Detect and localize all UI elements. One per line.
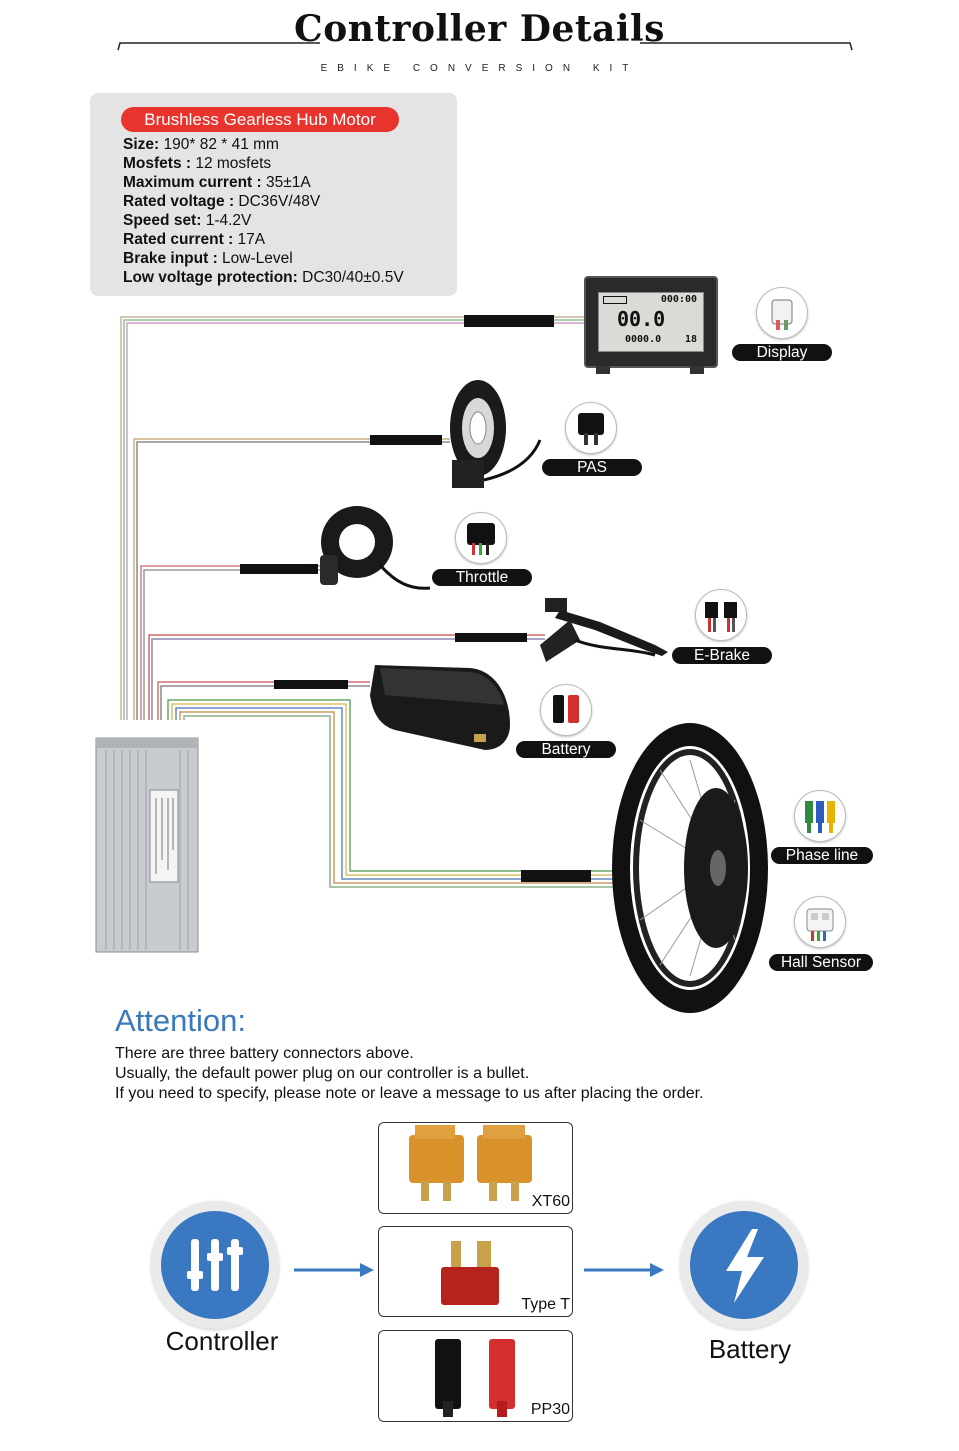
throttle-device bbox=[320, 506, 431, 590]
controller-sliders-icon bbox=[187, 1239, 243, 1291]
pas-sensor bbox=[450, 380, 542, 488]
phase-line-label: Phase line bbox=[771, 847, 873, 864]
xt60-label: XT60 bbox=[531, 1193, 570, 1210]
spec-brake-input: Brake input : Low-Level bbox=[123, 250, 293, 267]
display-cable-sleeve bbox=[464, 315, 554, 327]
page-subtitle: EBIKE CONVERSION KIT bbox=[320, 63, 639, 74]
arrow-right-icon bbox=[294, 1263, 374, 1277]
throttle-wire bbox=[140, 565, 320, 720]
throttle-label: Throttle bbox=[432, 569, 532, 586]
spec-badge: Brushless Gearless Hub Motor bbox=[121, 107, 399, 132]
battery-label: Battery bbox=[516, 741, 616, 758]
controller-circle bbox=[151, 1201, 279, 1329]
controller-label: Controller bbox=[165, 1326, 279, 1356]
lcd-odometer: 0000.0 bbox=[625, 334, 662, 345]
hall-sensor-connector-icon bbox=[794, 896, 846, 948]
arrow-right-icon bbox=[584, 1263, 664, 1277]
plug-option-xt60: XT60 bbox=[378, 1122, 573, 1214]
controller-unit bbox=[95, 737, 199, 953]
hall-sensor-label: Hall Sensor bbox=[769, 954, 873, 971]
spec-rated-voltage: Rated voltage : DC36V/48V bbox=[123, 193, 321, 210]
spec-speed-set: Speed set: 1-4.2V bbox=[123, 212, 252, 229]
battery-cable-sleeve bbox=[274, 680, 348, 689]
type-t-plug-icon bbox=[441, 1241, 499, 1305]
spec-size: Size: 190* 82 * 41 mm bbox=[123, 136, 279, 153]
battery-flow-label: Battery bbox=[708, 1334, 792, 1364]
lcd-speed: 00.0 bbox=[617, 307, 666, 331]
display-connector-icon bbox=[756, 287, 808, 339]
pas-label: PAS bbox=[542, 459, 642, 476]
lightning-bolt-icon bbox=[726, 1229, 764, 1303]
plug-option-type-t: Type T bbox=[378, 1226, 573, 1317]
spec-max-current: Maximum current : 35±1A bbox=[123, 174, 311, 191]
ebrake-label: E-Brake bbox=[672, 647, 772, 664]
throttle-cable-sleeve bbox=[240, 564, 318, 574]
ebrake-connector-icon bbox=[695, 589, 747, 641]
battery-connector-icon bbox=[540, 684, 592, 736]
type-t-label: Type T bbox=[521, 1296, 570, 1313]
page-title: Controller Details bbox=[294, 8, 665, 50]
pas-wire bbox=[133, 438, 450, 720]
ebrake-wire bbox=[148, 634, 545, 720]
lcd-display: 000:00 00.0 0000.0 18 bbox=[584, 276, 718, 374]
wiring-diagram bbox=[95, 315, 768, 1013]
spec-rated-current: Rated current : 17A bbox=[123, 231, 266, 248]
phase-line-connector-icon bbox=[794, 790, 846, 842]
battery-pack bbox=[370, 665, 510, 750]
title-underline bbox=[117, 42, 853, 51]
attention-line: Usually, the default power plug on our c… bbox=[115, 1065, 530, 1082]
pp30-plug-icon bbox=[435, 1339, 515, 1417]
spec-mosfets: Mosfets : 12 mosfets bbox=[123, 155, 272, 172]
hub-motor-wheel bbox=[612, 723, 768, 1013]
ebrake-cable-sleeve bbox=[455, 633, 527, 642]
pp30-label: PP30 bbox=[530, 1401, 570, 1418]
attention-line: If you need to specify, please note or l… bbox=[115, 1085, 704, 1102]
display-label: Display bbox=[732, 344, 832, 361]
battery-circle bbox=[680, 1201, 808, 1329]
pas-connector-icon bbox=[565, 402, 617, 454]
lcd-number: 18 bbox=[684, 334, 697, 345]
attention-title: Attention: bbox=[115, 1003, 246, 1038]
pas-cable-sleeve bbox=[370, 435, 442, 445]
motor-cable-sleeve bbox=[521, 870, 591, 882]
attention-line: There are three battery connectors above… bbox=[115, 1045, 414, 1062]
motor-wire bbox=[167, 699, 615, 888]
ebrake-lever bbox=[540, 598, 668, 662]
lcd-time: 000:00 bbox=[660, 294, 697, 305]
plug-option-pp30: PP30 bbox=[378, 1330, 573, 1422]
xt60-plug-icon bbox=[409, 1125, 532, 1201]
display-wire bbox=[120, 316, 585, 720]
throttle-connector-icon bbox=[455, 512, 507, 564]
spec-low-voltage: Low voltage protection: DC30/40±0.5V bbox=[123, 269, 404, 286]
